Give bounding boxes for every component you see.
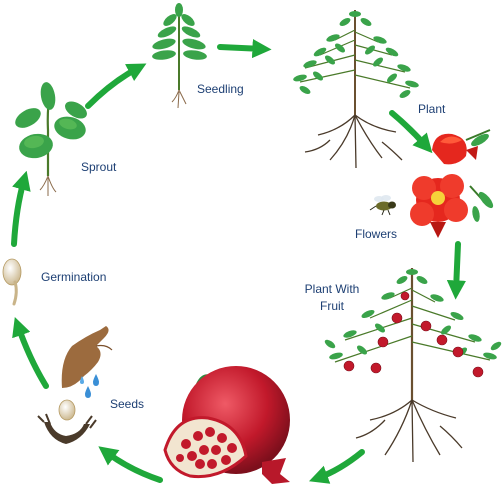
- water-drop-icon: [93, 374, 99, 386]
- cycle-arrows: [11, 38, 467, 484]
- arrow-seedling-to-plant: [217, 38, 272, 59]
- arrow-seeds-to-germination: [12, 316, 49, 389]
- plant-illustration: [293, 10, 419, 169]
- sprout-illustration: [15, 82, 87, 196]
- bee-icon: [369, 195, 396, 216]
- flower-open: [410, 174, 468, 238]
- label-plant-with-fruit-line1: Plant With: [304, 282, 360, 296]
- pomegranate-illustration: [163, 366, 290, 484]
- arrow-flowers-to-fruit: [446, 241, 467, 300]
- seeds-illustration: [37, 326, 113, 444]
- arrow-harvest-to-seeds: [98, 446, 163, 483]
- label-germination: Germination: [41, 270, 107, 284]
- seedling-illustration: [152, 3, 207, 109]
- hand-icon: [61, 326, 109, 388]
- soil-furrow: [44, 422, 90, 444]
- arrow-sprout-to-seedling: [85, 63, 147, 109]
- fruit-tree-roots: [355, 399, 463, 463]
- label-sprout: Sprout: [81, 160, 117, 174]
- fruit-tree-illustration: [324, 268, 502, 463]
- arrow-germination-to-sprout: [11, 170, 31, 247]
- label-flowers: Flowers: [355, 227, 398, 241]
- label-plant-with-fruit-line2: Fruit: [320, 299, 344, 313]
- pomegranate-half: [163, 416, 248, 479]
- flower-bud-top: [432, 133, 478, 165]
- fruit-tree-fruits: [343, 291, 484, 378]
- label-plant: Plant: [418, 102, 446, 116]
- arrow-fruit-to-harvest: [308, 449, 365, 484]
- label-plant-with-fruit: Plant With Fruit: [300, 282, 364, 313]
- label-seedling: Seedling: [197, 82, 244, 96]
- plant-roots: [304, 114, 403, 169]
- label-seeds: Seeds: [110, 397, 145, 411]
- arrow-plant-to-flowers: [389, 110, 433, 154]
- germination-illustration: [2, 258, 22, 306]
- flowers-illustration: [369, 129, 494, 238]
- seed-icon: [58, 399, 76, 421]
